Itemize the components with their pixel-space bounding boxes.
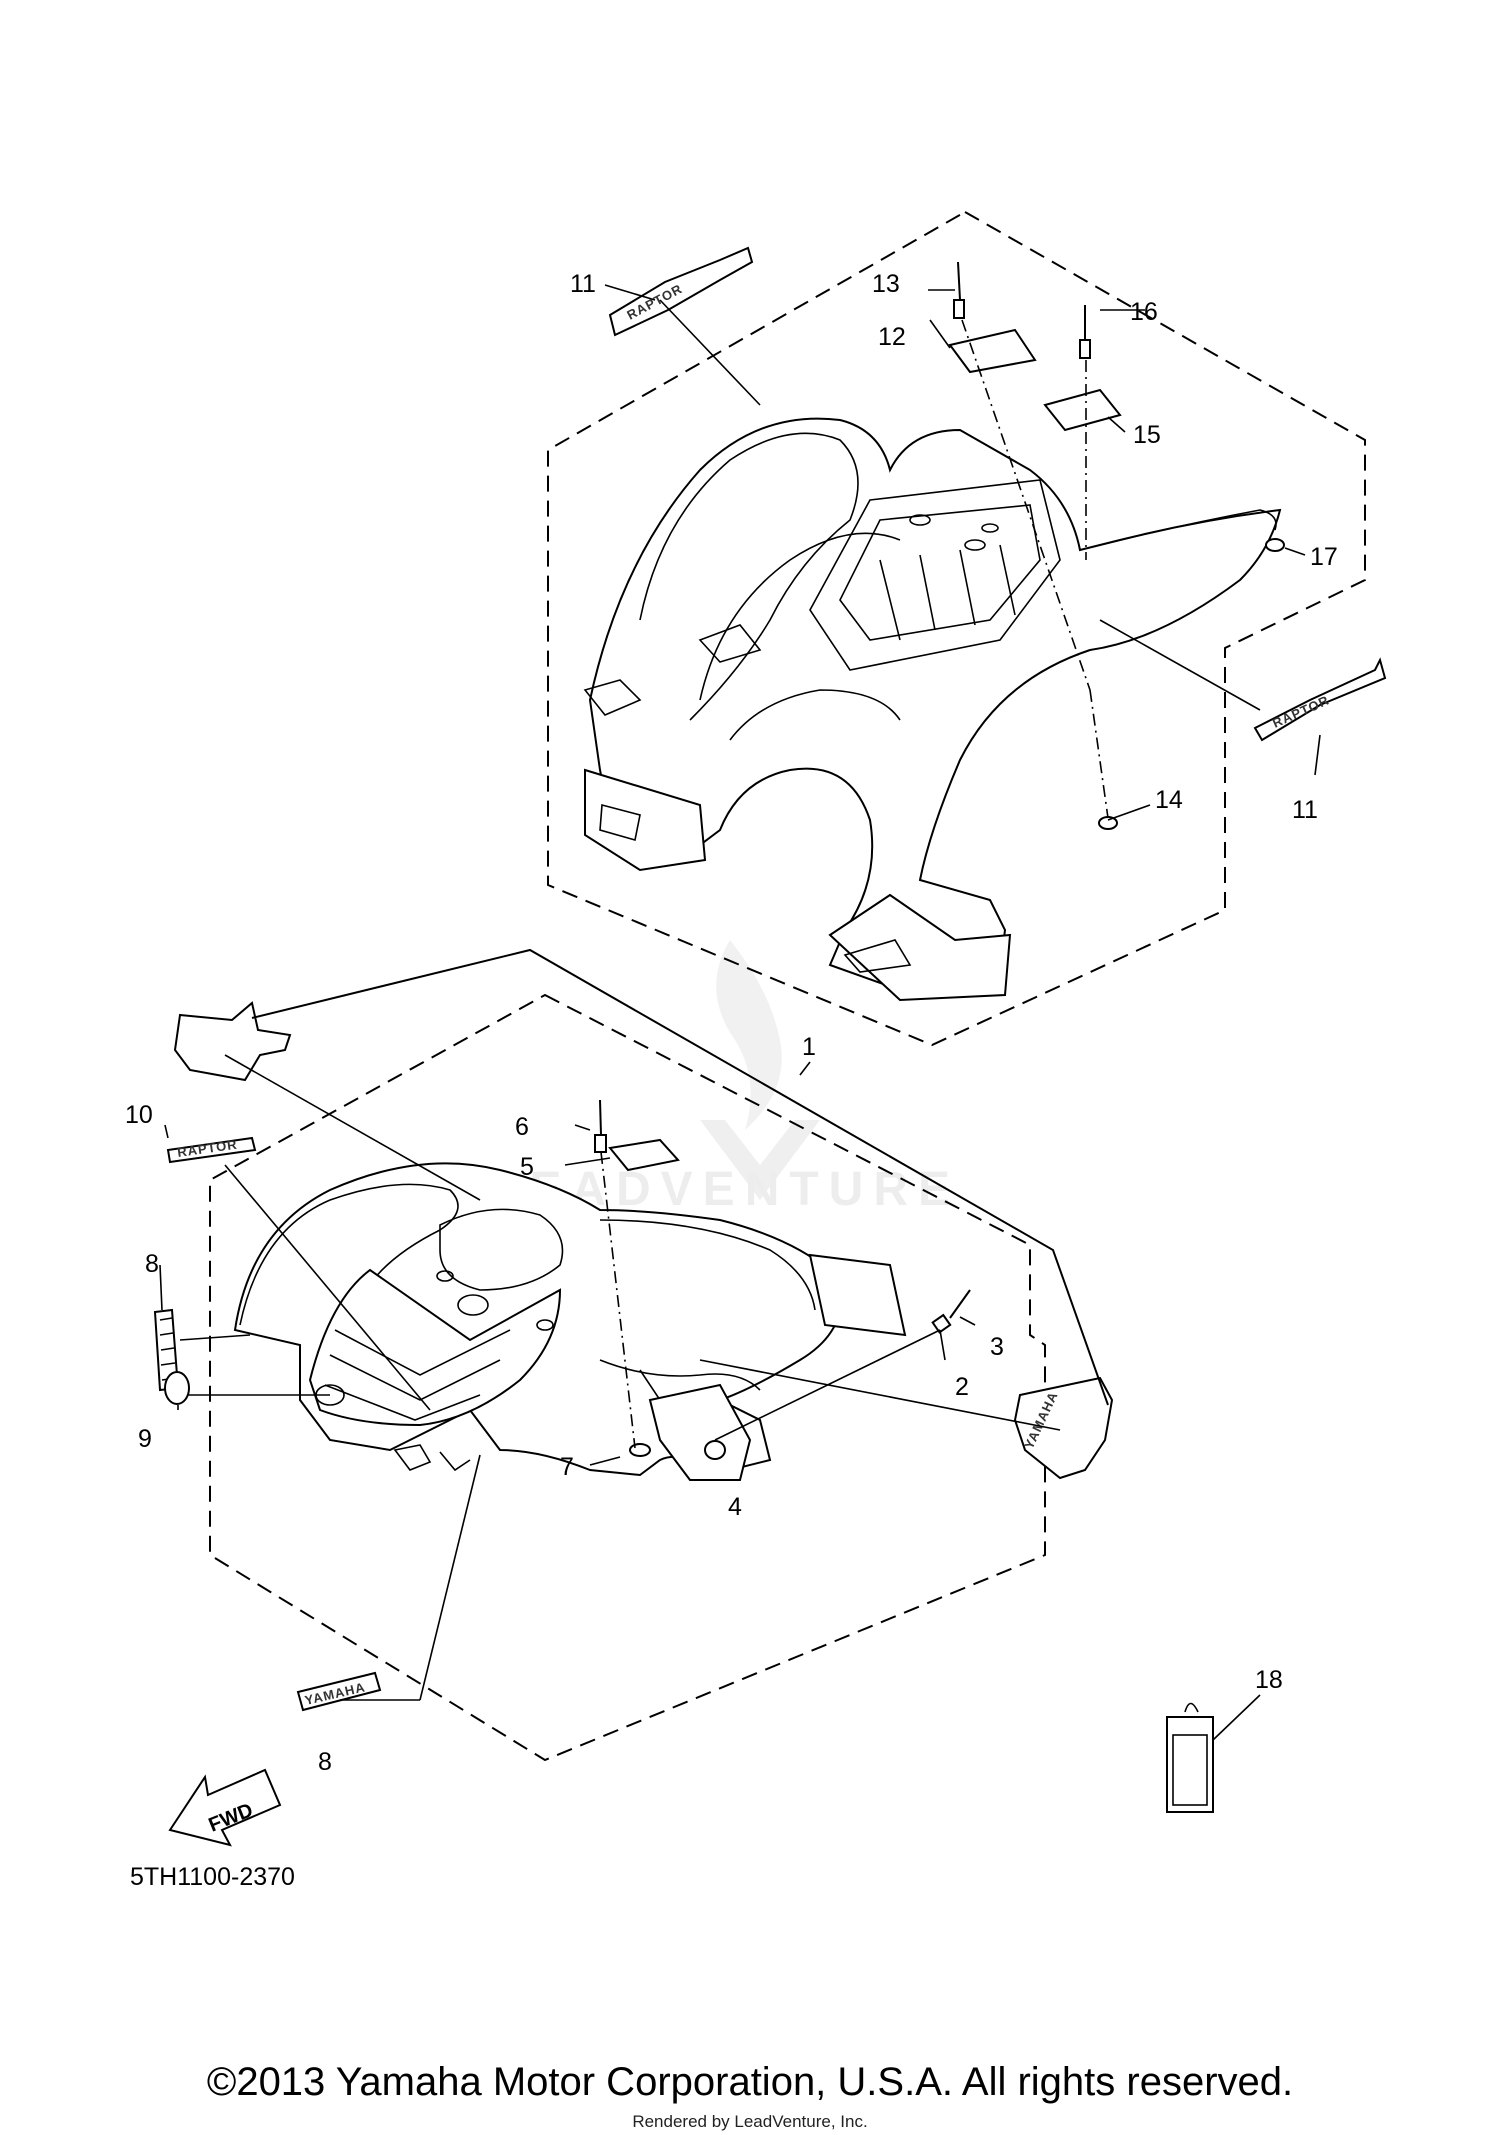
front-right-mudflap: [648, 1383, 752, 1481]
callout-2: 2: [955, 1373, 969, 1401]
callout-15: 15: [1133, 421, 1161, 449]
grommet-17: [1265, 538, 1285, 552]
callout-18: 18: [1255, 1666, 1283, 1694]
rivet-3: [931, 1289, 971, 1334]
grommet-14: [1098, 816, 1118, 830]
grommet-7: [629, 1443, 651, 1457]
rear-fender-boundary: [547, 210, 1366, 1047]
rendered-by-notice: Rendered by LeadVenture, Inc.: [632, 2112, 868, 2131]
callout-16: 16: [1130, 298, 1158, 326]
rear-fender-body: [588, 417, 1282, 992]
copyright-notice: ©2013 Yamaha Motor Corporation, U.S.A. A…: [206, 2060, 1294, 2104]
decal-10: RAPTOR: [166, 1137, 257, 1164]
callout-13: 13: [872, 270, 900, 298]
tag-18: [1166, 1702, 1214, 1813]
callout-3: 3: [990, 1333, 1004, 1361]
plate-5: [608, 1138, 680, 1172]
callout-8a: 8: [145, 1250, 159, 1278]
callout-6: 6: [515, 1113, 529, 1141]
callout-17: 17: [1310, 543, 1338, 571]
reflector-9: [164, 1371, 190, 1405]
rear-decal-11-left: RAPTOR: [608, 246, 754, 337]
decal-8-lower: YAMAHA: [296, 1671, 382, 1712]
rivet-13: [953, 261, 965, 319]
rear-decal-11-right: RAPTOR: [1253, 657, 1387, 742]
front-nose: [308, 1268, 562, 1427]
callout-labels: 1 2 3 4 5 6 7 8 8 9 10 11 11 12 13 14 15…: [125, 270, 1338, 1776]
decal-1-shield: [173, 1001, 292, 1082]
front-leader-lines: [159, 948, 1261, 1741]
callout-14: 14: [1155, 786, 1183, 814]
plate-15: [1043, 388, 1122, 432]
callout-8b: 8: [318, 1748, 332, 1776]
plate-12: [948, 328, 1037, 374]
callout-10: 10: [125, 1101, 153, 1129]
callout-11a: 11: [570, 270, 596, 298]
decal-raptor-text-right: RAPTOR: [1270, 692, 1332, 730]
decal-1-side: YAMAHA: [1013, 1376, 1114, 1480]
callout-12: 12: [878, 323, 906, 351]
grommet-4: [704, 1440, 726, 1460]
callout-4: 4: [728, 1493, 742, 1521]
callout-5: 5: [520, 1153, 534, 1181]
part-code: 5TH1100-2370: [130, 1863, 295, 1891]
rear-leader-lines: [604, 284, 1321, 821]
rear-left-mudflap: [584, 768, 707, 872]
plate-2: [808, 1253, 907, 1337]
rivet-16: [1079, 305, 1091, 359]
fwd-arrow: FWD: [168, 1768, 282, 1847]
callout-9: 9: [138, 1425, 152, 1453]
rear-right-mudflap: [828, 893, 1012, 1002]
rivet-6: [594, 1099, 607, 1153]
callout-1: 1: [802, 1033, 816, 1061]
front-fender-boundary: [209, 993, 1046, 1762]
callout-11b: 11: [1292, 796, 1318, 824]
callout-7: 7: [560, 1453, 574, 1481]
front-fender-group: [209, 993, 1046, 1762]
rear-fender-group: [547, 210, 1366, 1047]
